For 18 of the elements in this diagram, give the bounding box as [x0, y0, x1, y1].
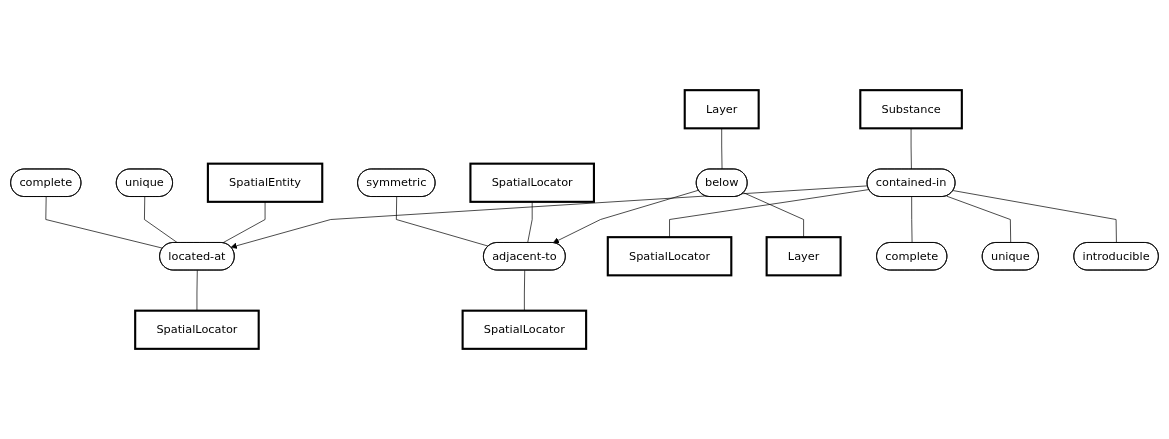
- node-box: SpatialLocator: [134, 309, 260, 350]
- node-box: Layer: [683, 89, 760, 130]
- connector: [952, 190, 1117, 244]
- node-box: Substance: [859, 89, 963, 130]
- connector: [669, 189, 870, 238]
- connector: [743, 192, 804, 238]
- connector: [222, 201, 266, 244]
- node-box: SpatialLocator: [461, 309, 588, 350]
- connector: [144, 196, 178, 244]
- connector: [527, 201, 533, 244]
- connector: [946, 195, 1012, 244]
- connector: [911, 196, 913, 244]
- node-box: SpatialLocator: [469, 162, 595, 203]
- connector: [45, 196, 164, 249]
- node-box: Layer: [765, 236, 842, 277]
- node-box: SpatialEntity: [206, 162, 324, 203]
- connector: [396, 196, 489, 247]
- node-box: SpatialLocator: [606, 236, 733, 277]
